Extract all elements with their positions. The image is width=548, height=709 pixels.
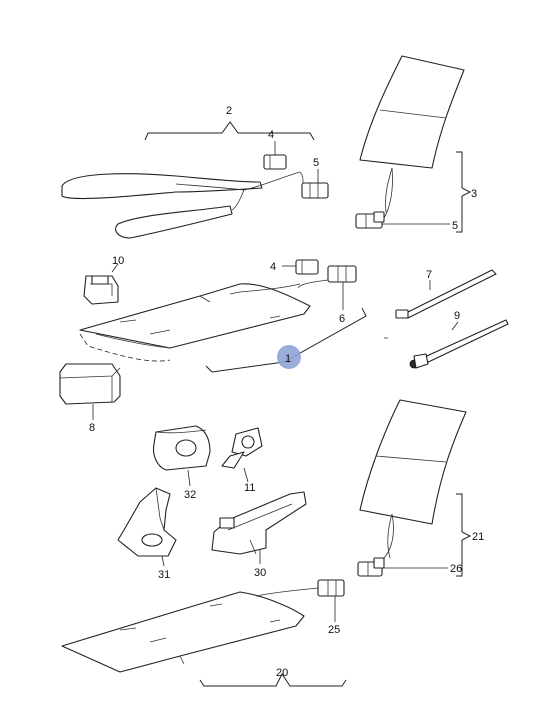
callout-2[interactable]: 2 — [226, 105, 232, 117]
callout-4-upper[interactable]: 4 — [268, 129, 274, 141]
callout-1[interactable]: 1 — [285, 353, 291, 365]
part-1-seat-heating-mat[interactable] — [79, 283, 367, 373]
callout-6[interactable]: 6 — [339, 313, 345, 325]
callout-8[interactable]: 8 — [89, 422, 95, 434]
callout-9[interactable]: 9 — [454, 310, 460, 322]
callout-4-middle[interactable]: 4 — [270, 261, 276, 273]
callout-5-upper[interactable]: 5 — [313, 157, 319, 169]
part-21-backrest-heating-mat[interactable] — [359, 399, 472, 577]
callout-32[interactable]: 32 — [184, 489, 196, 501]
callout-25[interactable]: 25 — [328, 624, 340, 636]
part-20-seat-heating-mat[interactable] — [61, 587, 347, 687]
part-2-heating-element-harness[interactable] — [61, 121, 315, 239]
connector-5-upper[interactable] — [301, 169, 329, 199]
callout-30[interactable]: 30 — [254, 567, 266, 579]
callout-26[interactable]: 26 — [450, 563, 462, 575]
connector-25[interactable] — [317, 579, 345, 622]
part-31-bracket[interactable] — [117, 487, 177, 567]
part-10-clip[interactable] — [83, 263, 119, 305]
callout-5-right[interactable]: 5 — [452, 220, 458, 232]
callout-20[interactable]: 20 — [276, 667, 288, 679]
part-9-cable-tie[interactable] — [409, 319, 509, 369]
part-32-grommet[interactable] — [152, 425, 211, 487]
callout-21[interactable]: 21 — [472, 531, 484, 543]
connector-5-right[interactable] — [355, 211, 450, 229]
part-11-retainer[interactable] — [221, 427, 263, 483]
part-30-cable-guide[interactable] — [211, 491, 307, 564]
callout-3[interactable]: 3 — [471, 188, 477, 200]
callout-1-highlight — [277, 345, 301, 369]
connector-26[interactable] — [357, 557, 448, 577]
connector-4-upper[interactable] — [263, 141, 287, 170]
callout-31[interactable]: 31 — [158, 569, 170, 581]
part-8-control-unit[interactable] — [59, 363, 121, 420]
connector-4-middle[interactable] — [282, 259, 319, 275]
connector-6[interactable] — [297, 265, 357, 310]
part-7-cable-tie[interactable] — [395, 269, 497, 319]
callout-7[interactable]: 7 — [426, 269, 432, 281]
callout-10[interactable]: 10 — [112, 255, 124, 267]
callout-11[interactable]: 11 — [244, 482, 255, 494]
part-3-backrest-heating-mat[interactable] — [359, 55, 472, 233]
